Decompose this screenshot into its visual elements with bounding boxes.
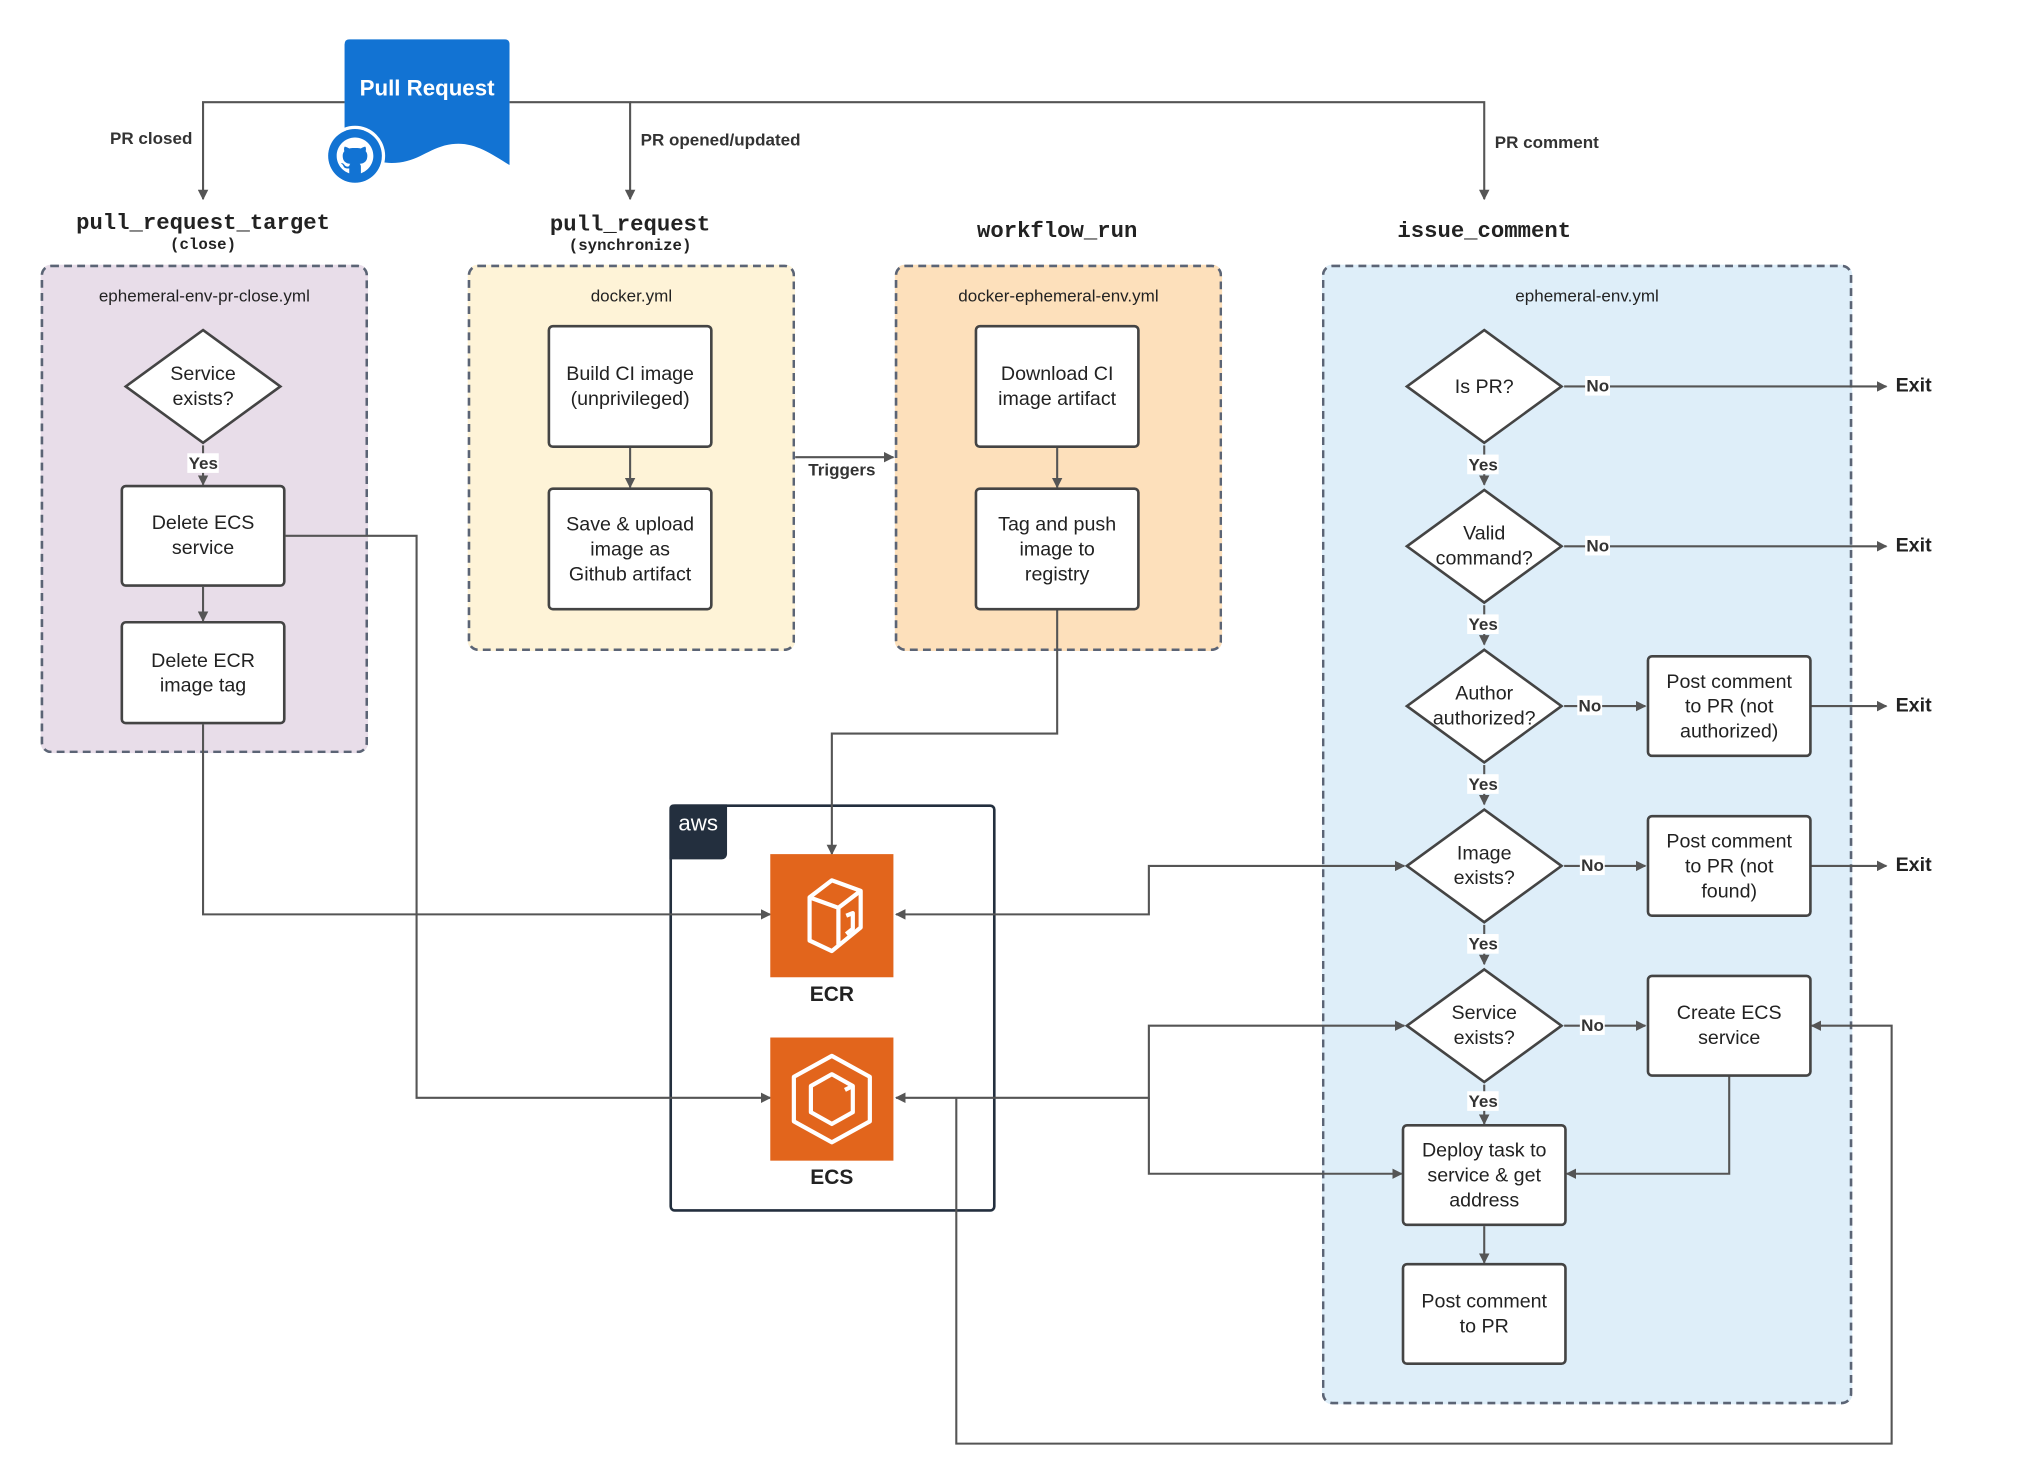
decision-is-pr-label: Is PR? bbox=[1454, 375, 1514, 398]
decision-service-exists-issue-label: Service exists? bbox=[1451, 1002, 1518, 1050]
exit-ispr: Exit bbox=[1895, 374, 1932, 397]
edge-pr-opened bbox=[509, 101, 636, 201]
node-tag-push-image: Tag and push image to registry bbox=[974, 487, 1140, 611]
edge-label-yes-valid: Yes bbox=[1467, 614, 1500, 635]
trigger-sub-close: (close) bbox=[170, 235, 237, 255]
lane-file-workflow-run: docker-ephemeral-env.yml bbox=[958, 285, 1159, 306]
node-post-not-authorized: Post comment to PR (not authorized) bbox=[1646, 655, 1812, 758]
edge-label-no-service: No bbox=[1579, 1015, 1606, 1035]
lane-file-issue-comment: ephemeral-env.yml bbox=[1515, 285, 1659, 306]
decision-valid-command: Valid command? bbox=[1404, 487, 1564, 605]
trigger-sub-synchronize: (synchronize) bbox=[568, 237, 692, 256]
edge-label-no-author: No bbox=[1577, 695, 1603, 716]
ecs-label: ECS bbox=[810, 1167, 854, 1190]
edge-label-pr-comment: PR comment bbox=[1494, 132, 1599, 152]
edge-label-pr-opened: PR opened/updated bbox=[640, 129, 801, 150]
node-post-comment: Post comment to PR bbox=[1401, 1262, 1567, 1366]
edge-label-no-valid: No bbox=[1585, 535, 1611, 556]
exit-author: Exit bbox=[1895, 694, 1932, 717]
edge-pr-closed bbox=[197, 101, 345, 201]
lane-file-pr-close: ephemeral-env-pr-close.yml bbox=[98, 285, 310, 306]
decision-service-exists-close: Service exists? bbox=[123, 328, 283, 446]
node-delete-ecs-service: Delete ECS service bbox=[120, 484, 286, 587]
aws-logo-text: aws bbox=[678, 810, 719, 836]
node-delete-ecr-image-tag: Delete ECR image tag bbox=[120, 620, 286, 725]
edge-push-to-ecr bbox=[826, 610, 1059, 856]
edge-delete-ecs-to-ecs bbox=[285, 534, 772, 1104]
decision-is-pr: Is PR? bbox=[1404, 328, 1564, 446]
github-icon bbox=[324, 124, 387, 187]
decision-image-exists: Image exists? bbox=[1404, 807, 1564, 925]
ecs-service-icon bbox=[770, 1037, 894, 1161]
pull-request-title: Pull Request bbox=[359, 75, 495, 101]
trigger-pull-request-target: pull_request_target bbox=[76, 212, 331, 238]
edge-delete-ecr-to-ecr bbox=[202, 724, 772, 920]
edge-create-ecs-loop bbox=[955, 1020, 1893, 1445]
decision-image-exists-label: Image exists? bbox=[1453, 842, 1515, 890]
exit-valid: Exit bbox=[1895, 534, 1932, 557]
exit-image: Exit bbox=[1895, 854, 1932, 877]
node-save-upload-image: Save & upload image as Github artifact bbox=[547, 487, 713, 611]
edge-label-no-image: No bbox=[1579, 855, 1606, 876]
pull-request-banner: Pull Request bbox=[344, 39, 510, 170]
decision-author-authorized: Author authorized? bbox=[1404, 647, 1564, 765]
edge-label-no-ispr: No bbox=[1585, 375, 1611, 396]
trigger-issue-comment: issue_comment bbox=[1397, 220, 1572, 245]
edge-service-check-ecs bbox=[894, 1020, 1406, 1104]
edge-label-yes-author: Yes bbox=[1467, 774, 1500, 794]
decision-service-exists-close-label: Service exists? bbox=[170, 362, 236, 411]
edge-deploy-to-ecs bbox=[1147, 1097, 1403, 1179]
edge-label-pr-closed: PR closed bbox=[110, 128, 193, 149]
decision-service-exists-issue: Service exists? bbox=[1404, 967, 1564, 1085]
node-download-ci-image: Download CI image artifact bbox=[974, 324, 1140, 449]
edge-label-yes-service: Yes bbox=[1467, 1091, 1500, 1111]
node-create-ecs-service: Create ECS service bbox=[1646, 974, 1812, 1077]
edge-label-triggers: Triggers bbox=[806, 459, 877, 480]
edge-label-yes-close: Yes bbox=[187, 453, 220, 473]
ecr-label: ECR bbox=[809, 983, 854, 1007]
trigger-workflow-run: workflow_run bbox=[976, 220, 1138, 245]
edge-pr-comment bbox=[630, 101, 1490, 201]
node-build-ci-image: Build CI image (unprivileged) bbox=[547, 324, 713, 449]
decision-valid-command-label: Valid command? bbox=[1435, 522, 1533, 570]
aws-logo: aws bbox=[669, 804, 728, 860]
edge-label-yes-ispr: Yes bbox=[1467, 454, 1500, 475]
edge-image-check-ecr bbox=[894, 860, 1406, 920]
ecr-service-icon bbox=[770, 854, 894, 978]
node-post-not-found: Post comment to PR (not found) bbox=[1646, 814, 1812, 917]
decision-author-authorized-label: Author authorized? bbox=[1432, 682, 1536, 730]
node-deploy-task: Deploy task to service & get address bbox=[1401, 1123, 1567, 1227]
lane-file-docker: docker.yml bbox=[590, 285, 673, 306]
edge-create-to-deploy bbox=[1565, 1075, 1731, 1179]
trigger-pull-request: pull_request bbox=[549, 213, 711, 239]
edge-label-yes-image: Yes bbox=[1467, 934, 1500, 954]
